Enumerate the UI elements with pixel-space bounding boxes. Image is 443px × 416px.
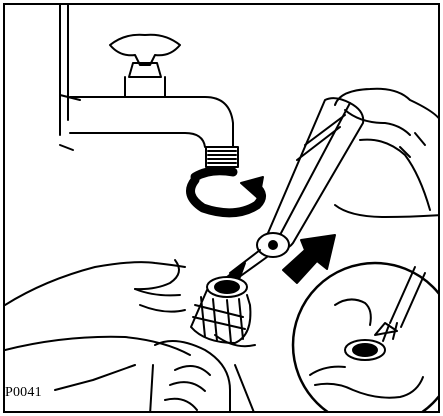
lower-hand [5,260,190,355]
illustration [5,5,440,413]
push-arrow-icon [283,235,335,283]
wall-lines [60,5,80,150]
illustration-frame [3,3,440,413]
figure-code: P0041 [5,385,42,401]
holding-hand [150,341,255,413]
upper-hand [335,89,440,217]
leader-line [55,365,135,390]
faucet-icon [70,35,238,167]
rotate-arrow-icon [191,171,264,213]
pliers-icon [227,98,363,285]
aerator-in-hand [191,277,255,346]
aerator-detail-icon [293,263,440,413]
